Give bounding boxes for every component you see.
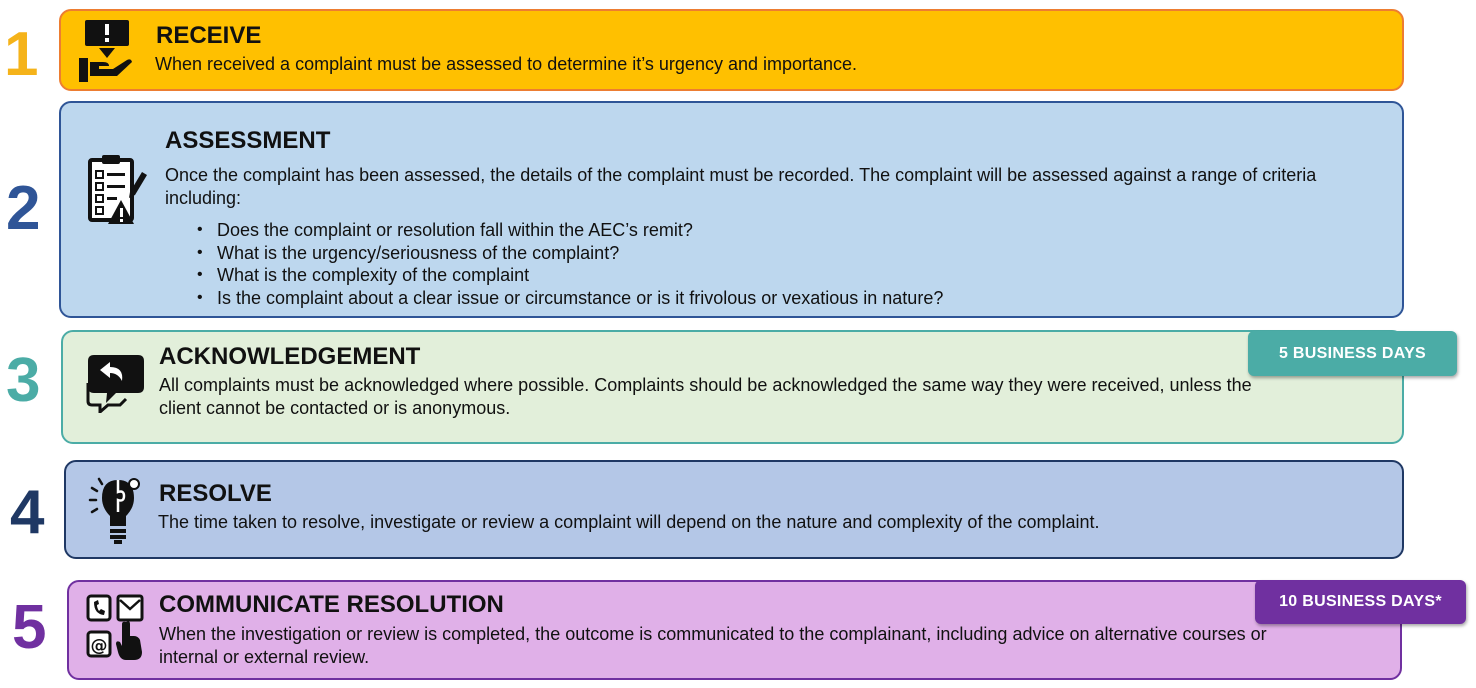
step-4-box [64,460,1404,559]
step-5-title: COMMUNICATE RESOLUTION [159,591,504,618]
step-4-number: 4 [10,478,45,547]
step-3-box [61,330,1404,444]
step-1-box [59,9,1404,91]
step-4-title: RESOLVE [159,480,272,507]
lightbulb-puzzle-icon [86,474,142,551]
step-2-title: ASSESSMENT [165,127,331,154]
step-2-number: 2 [6,174,41,243]
list-item: Is the complaint about a clear issue or … [197,287,943,310]
step-4-description: The time taken to resolve, investigate o… [158,512,1100,532]
step-5-box [67,580,1402,680]
step-1-number: 1 [4,20,39,89]
step-2-description: Once the complaint has been assessed, th… [165,165,1317,208]
list-item: What is the urgency/seriousness of the c… [197,242,943,265]
step-3-number: 3 [6,346,41,415]
speech-bubbles-reply-icon [86,353,146,418]
step-2-criteria-list: Does the complaint or resolution fall wi… [197,219,943,309]
list-item: What is the complexity of the complaint [197,264,943,287]
svg-text:@: @ [91,636,108,656]
clipboard-checklist-icon [86,154,148,231]
step-3-title: ACKNOWLEDGEMENT [159,343,421,370]
step-5-description: When the investigation or review is comp… [159,624,1267,667]
step-1-title: RECEIVE [156,22,262,49]
step-5-number: 5 [12,593,47,662]
list-item: Does the complaint or resolution fall wi… [197,219,943,242]
step-3-deadline-badge: 5 BUSINESS DAYS [1248,331,1457,376]
communication-channels-icon: @ [86,594,148,667]
step-1-description: When received a complaint must be assess… [155,54,858,74]
step-3-description: All complaints must be acknowledged wher… [159,375,1252,418]
hand-receiving-alert-icon [79,18,133,89]
step-5-deadline-badge: 10 BUSINESS DAYS* [1255,580,1466,624]
